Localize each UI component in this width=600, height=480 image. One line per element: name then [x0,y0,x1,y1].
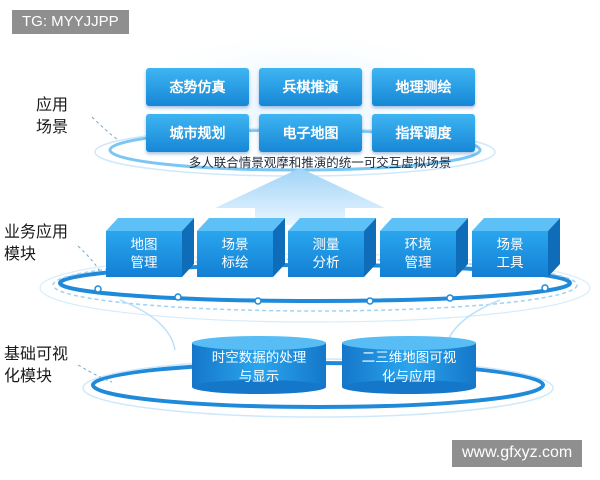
module-scene-tools: 场景工具 [472,231,548,277]
app-urban-planning: 城市规划 [146,114,249,152]
cylinder-line: 时空数据的处理 [211,350,307,366]
app-situation-simulation: 态势仿真 [146,68,249,106]
application-caption: 多人联合情景观摩和推演的统一可交互虚拟场景 [188,155,452,170]
cylinder-line: 化与应用 [382,369,436,385]
label-line: 化模块 [4,366,53,385]
cube-tops-sides [106,218,560,277]
label-line: 基础可视 [4,344,69,363]
up-arrow [215,168,385,225]
module-line: 场景 [221,237,249,253]
module-scene-plotting: 场景标绘 [197,231,273,277]
label-line: 场景 [36,117,69,136]
application-layer-label: 应用 场景 [36,94,68,138]
app-wargame: 兵棋推演 [259,68,362,106]
label-line: 模块 [4,244,37,263]
module-line: 测量 [312,237,340,253]
module-line: 标绘 [221,255,249,271]
module-line: 管理 [404,255,432,271]
app-surveying: 地理测绘 [372,68,475,106]
module-line: 场景 [496,237,524,253]
cylinder-line: 与显示 [238,369,280,385]
corner-tag: TG: MYYJJPP [12,10,129,34]
module-line: 分析 [312,255,340,271]
business-connector [77,245,101,273]
base-spatiotemporal-data: 时空数据的处理 与显示 [192,349,326,387]
label-line: 业务应用 [4,222,69,241]
base-map-visualization: 二三维地图可视 化与应用 [342,349,476,387]
site-watermark: www.gfxyz.com [452,440,583,467]
cylinder-1-shape [192,336,326,394]
cylinder-line: 二三维地图可视 [361,350,457,366]
app-command-dispatch: 指挥调度 [372,114,475,152]
funnel-left [119,299,176,351]
module-line: 环境 [404,237,432,253]
module-measurement-analysis: 测量分析 [288,231,364,277]
application-connector [91,116,119,141]
app-electronic-map: 电子地图 [259,114,362,152]
module-map-management: 地图管理 [106,231,182,277]
base-layer-label: 基础可视 化模块 [4,343,68,387]
module-environment-management: 环境管理 [380,231,456,277]
module-line: 地图 [130,237,158,253]
business-layer-label: 业务应用 模块 [4,221,68,265]
cylinder-2-shape [342,336,476,394]
label-line: 应用 [36,95,69,114]
module-line: 管理 [130,255,158,271]
ring-nodes [94,284,549,305]
module-line: 工具 [496,255,524,271]
